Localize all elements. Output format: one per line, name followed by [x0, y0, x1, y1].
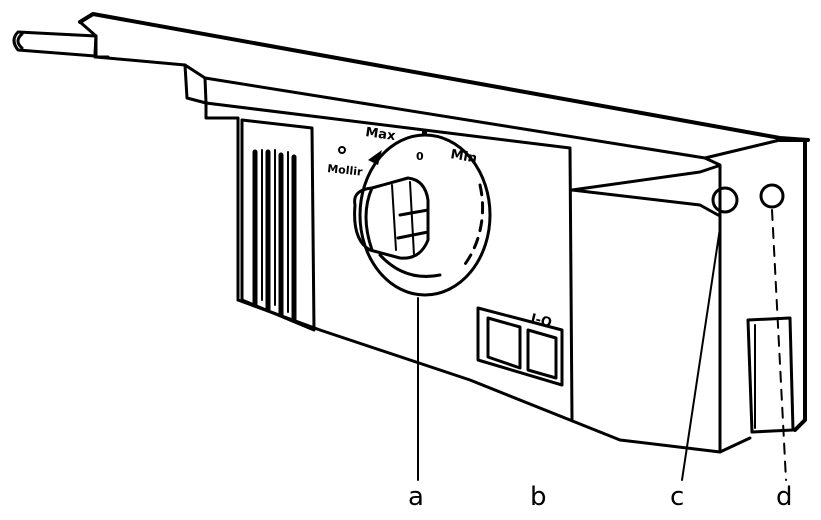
leader-lines	[417, 209, 787, 481]
power-cord	[12, 30, 98, 59]
front-panel	[204, 101, 807, 454]
leader-c	[681, 227, 721, 481]
dial-mode-small-label: Mollir	[327, 162, 364, 179]
thermostat-dial[interactable]: Max Min 0 Mollir	[327, 125, 492, 297]
lamp-c	[711, 186, 739, 214]
switch-marking: I-O	[529, 311, 553, 331]
leader-d	[771, 209, 787, 481]
dial-min-label: Min	[449, 147, 478, 166]
indicator-lamps	[711, 183, 785, 214]
rocker-switch[interactable]: I-O	[476, 306, 564, 387]
control-knob[interactable]	[353, 176, 430, 260]
arrow-indicator-icon	[368, 150, 382, 165]
lamp-d	[759, 183, 785, 209]
callout-a: a	[408, 482, 424, 512]
dial-zero-mark: 0	[416, 150, 424, 163]
callout-b: b	[530, 482, 547, 512]
dial-max-label: Max	[364, 125, 396, 144]
housing-top	[78, 12, 810, 160]
callout-d: d	[776, 482, 793, 512]
vent-grille	[240, 118, 316, 332]
mode-indicator-icon	[338, 146, 346, 154]
side-block	[746, 316, 795, 434]
callout-c: c	[670, 482, 684, 512]
dial-top-mark	[422, 130, 427, 135]
